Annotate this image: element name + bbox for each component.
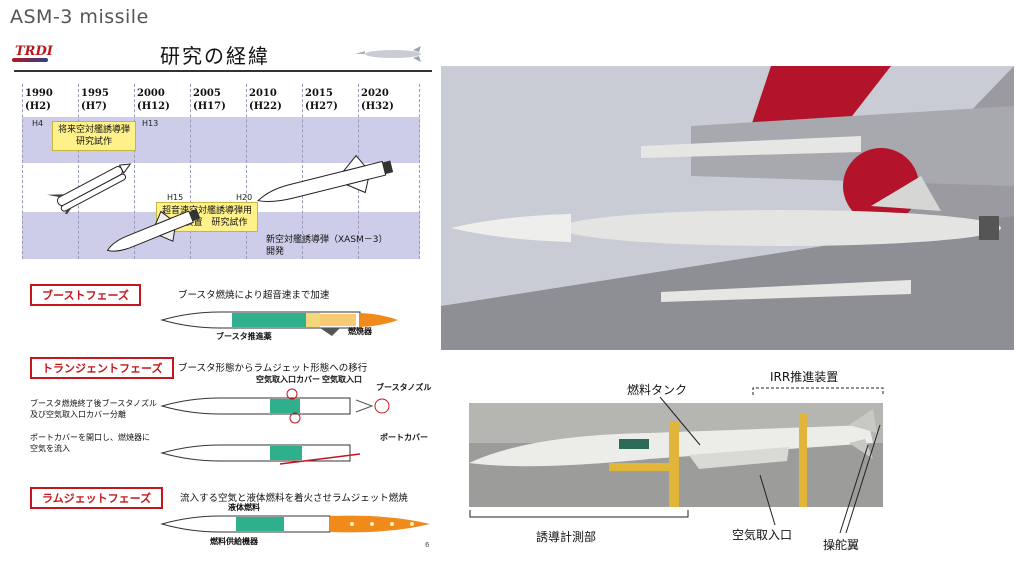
irr-bracket-icon [752,387,884,395]
timeline-gridline [22,84,23,259]
label-control-fin: 操舵翼 [823,538,860,552]
research-history-slide: TRDI 研究の経緯 1990(H2) 1995(H7) 2000(H12) 2… [10,34,436,554]
callout-inlet: 空気取入口 [322,375,362,384]
transient-phase-desc: ブースタ形態からラムジェット形態への移行 [178,363,368,374]
timeline-year: 2010(H22) [249,88,282,112]
callout-booster-nozzle: ブースタノズル [376,383,432,392]
title-underline [14,70,432,72]
aircraft-photo-illustration [441,66,1014,350]
boost-phase-label: ブーストフェーズ [30,284,141,306]
transient-phase-label: トランジェントフェーズ [30,357,175,379]
page-title: ASM-3 missile [10,6,149,28]
callout-booster-propellant: ブースタ推進薬 [216,332,272,341]
boost-phase-desc: ブースタ燃焼により超音速まで加速 [178,290,330,301]
missile-sketch-xasm3-icon [256,154,394,202]
photo2-leader-lines [659,396,881,534]
project-box-future-asm: 将来空対艦誘導弾研究試作 [52,121,137,151]
callout-liquid-fuel: 液体燃料 [228,503,260,512]
ramjet-phase-desc: 流入する空気と液体燃料を着火させラムジェット燃焼 [180,493,408,504]
aircraft-missile-photo [441,66,1014,350]
logo-swoosh [12,58,48,62]
timeline-year: 2015(H27) [305,88,338,112]
project-note-xasm3: 新空対艦誘導弾（XASM－3）開発 [266,235,388,257]
missile-sketch-early-icon [46,163,132,214]
callout-combustor: 燃焼器 [348,327,372,336]
timeline-gridline [190,84,191,259]
timeline-gridline [246,84,247,259]
boost-phase-diagram-icon [160,311,398,336]
trdi-logo: TRDI [15,44,53,59]
transient-note-port-cover: ポートカバーを開口し、燃焼器に空気を流入 [30,433,150,453]
timeline-mark-h20: H20 [236,193,253,202]
label-guidance-section: 誘導計測部 [536,530,597,544]
transient-phase-port-diagram-icon [160,444,361,465]
timeline-year: 1995(H7) [81,88,109,112]
missile-sketch-propulsion-icon [106,209,201,252]
callout-inlet-cover: 空気取入口カバー [256,375,320,384]
transient-phase-title: トランジェントフェーズ [30,357,175,379]
timeline-year: 2000(H12) [137,88,170,112]
timeline-year: 1990(H2) [25,88,53,112]
ramjet-phase-title: ラムジェットフェーズ [30,487,164,509]
timeline-year: 2005(H17) [193,88,226,112]
boost-phase-title: ブーストフェーズ [30,284,141,306]
timeline-gridline [302,84,303,259]
label-fuel-tank: 燃料タンク [627,383,688,397]
research-timeline: 1990(H2) 1995(H7) 2000(H12) 2005(H17) 20… [22,84,420,259]
timeline-gridline [419,84,420,259]
timeline-mark-h15: H15 [167,193,184,202]
timeline-gridline [134,84,135,259]
slide-page-number: 6 [425,541,430,549]
label-air-intake: 空気取入口 [732,528,793,542]
missile-stand-illustration [469,403,883,507]
missile-icon [355,46,421,62]
timeline-mark-h13: H13 [142,119,159,128]
timeline-mark-h4: H4 [32,119,44,128]
ramjet-phase-label: ラムジェットフェーズ [30,487,164,509]
transient-note-separation: ブースタ燃焼終了後ブースタノズル及び空気取入口カバー分離 [30,399,157,419]
guidance-bracket-icon [469,510,689,518]
timeline-year: 2020(H32) [361,88,394,112]
label-irr-propulsion: IRR推進装置 [770,370,839,384]
ramjet-phase-diagram-icon [160,515,430,533]
transient-phase-diagram-icon [160,388,390,424]
timeline-gridline [78,84,79,259]
slide-title: 研究の経緯 [160,44,270,68]
callout-port-cover: ポートカバー [380,433,428,442]
missile-stand-photo [469,403,883,507]
callout-fuel-supply: 燃料供給機器 [210,537,258,546]
